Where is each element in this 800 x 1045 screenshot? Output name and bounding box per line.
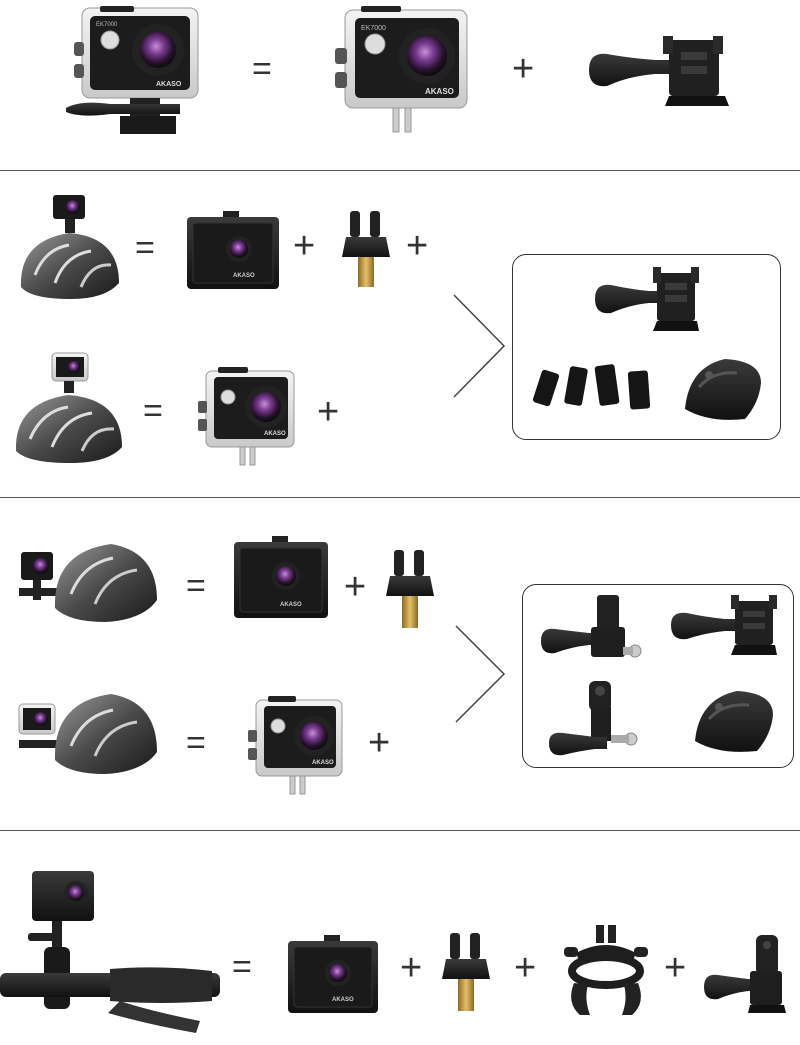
- handlebar-mount: [564, 925, 648, 1015]
- section-handlebar-setup: = AKASO + + +: [0, 831, 800, 1045]
- brand-label: AKASO: [264, 431, 286, 437]
- equals-sign: =: [186, 724, 206, 762]
- section-divider: [0, 497, 800, 498]
- curved-adhesive-mount: [695, 691, 773, 752]
- plus-sign: +: [317, 391, 340, 433]
- model-label: EK7000: [96, 22, 118, 28]
- brand-label: AKASO: [425, 87, 454, 96]
- section-waterproof-case-setup: EK7000 AKASO = EK7000 AKASO +: [0, 0, 800, 170]
- model-label: EK7000: [361, 25, 386, 32]
- quick-release-buckle: [589, 36, 729, 106]
- chevron-connector-icon: [453, 294, 506, 398]
- plus-sign: +: [664, 947, 687, 989]
- equals-sign: =: [135, 229, 155, 267]
- quick-release-buckle: [671, 595, 777, 655]
- equals-sign: =: [143, 392, 163, 430]
- camera-in-waterproof-case-with-mount: EK7000 AKASO: [66, 6, 199, 134]
- accessories-panel: [512, 254, 781, 440]
- equals-sign: =: [232, 948, 252, 986]
- plus-sign: +: [344, 566, 367, 608]
- quick-release-buckle: [595, 267, 699, 331]
- section-divider: [0, 830, 800, 831]
- brand-label: AKASO: [332, 997, 354, 1003]
- camera-in-frame: AKASO: [187, 211, 279, 289]
- plus-sign: +: [514, 947, 537, 989]
- helmet-side-with-camera-frame: [19, 544, 157, 622]
- plus-sign: +: [368, 722, 391, 764]
- curved-adhesive-mount: [685, 359, 761, 420]
- section-helmet-side-setup: = AKASO + = AKASO: [0, 498, 800, 830]
- equals-sign: =: [186, 567, 206, 605]
- plus-sign: +: [406, 225, 429, 267]
- camera-in-frame: AKASO: [234, 536, 328, 618]
- waterproof-case: AKASO: [248, 696, 343, 795]
- extension-arm: [549, 681, 638, 756]
- waterproof-case: EK7000 AKASO: [335, 6, 468, 133]
- helmet-with-waterproof-case: [15, 352, 122, 463]
- chevron-connector-icon: [455, 625, 506, 723]
- brand-label: AKASO: [233, 273, 255, 279]
- frame-adapter: [386, 550, 434, 628]
- brand-label: AKASO: [280, 602, 302, 608]
- plus-sign: +: [512, 48, 535, 90]
- accessories-panel: [522, 584, 794, 768]
- helmet-with-camera-frame: [20, 195, 119, 299]
- equals-sign: =: [252, 50, 272, 88]
- brand-label: AKASO: [156, 81, 182, 88]
- frame-adapter: [442, 933, 490, 1011]
- helmet-side-with-waterproof-case: [18, 694, 157, 774]
- section-divider: [0, 170, 800, 171]
- section-helmet-top-setup: = AKASO + + = AKASO: [0, 171, 800, 497]
- plus-sign: +: [293, 225, 316, 267]
- handlebar-with-camera: [0, 871, 220, 1033]
- camera-in-frame: AKASO: [288, 935, 378, 1013]
- plus-sign: +: [400, 947, 423, 989]
- brand-label: AKASO: [312, 760, 334, 766]
- j-hook-buckle: [541, 595, 642, 658]
- frame-adapter: [342, 211, 390, 287]
- waterproof-case: AKASO: [198, 367, 295, 466]
- j-hook-buckle: [704, 935, 786, 1013]
- velcro-straps: [532, 364, 651, 410]
